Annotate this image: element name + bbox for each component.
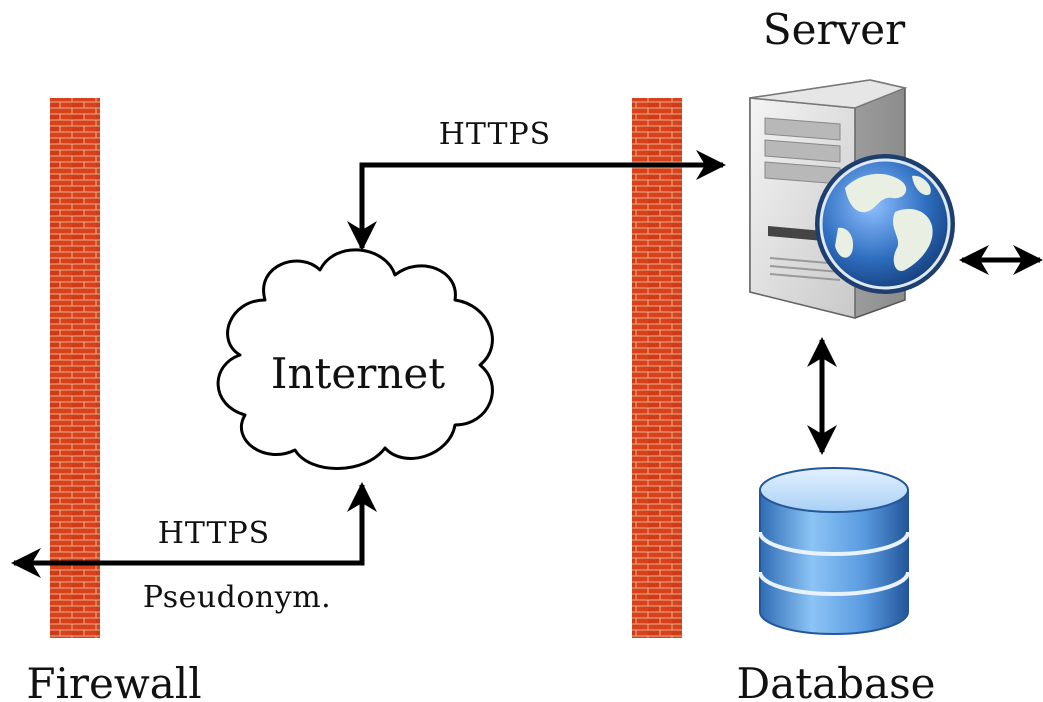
server-label: Server [763, 5, 906, 54]
https-top-label: HTTPS [439, 117, 551, 152]
globe-icon [815, 154, 955, 294]
https-bottom-arrow [10, 482, 377, 578]
https-top-arrow [347, 150, 726, 251]
firewall-label: Firewall [26, 659, 201, 702]
internet-label: Internet [271, 349, 445, 398]
cloud-icon [216, 248, 494, 470]
database-cylinder-icon [758, 467, 910, 635]
right-firewall-wall [632, 98, 682, 638]
left-firewall-wall [50, 98, 100, 638]
pseudonym-label: Pseudonym. [143, 580, 331, 615]
database-label: Database [737, 659, 936, 702]
https-bottom-label: HTTPS [158, 516, 270, 551]
